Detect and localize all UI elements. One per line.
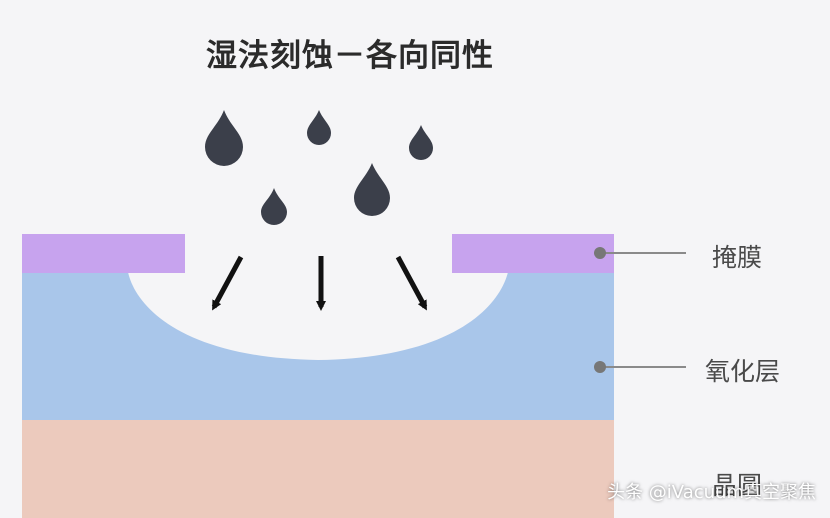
oxide-label: 氧化层 xyxy=(705,357,781,386)
watermark: 头条 @iVacuum真空聚焦 xyxy=(607,482,816,503)
mask-left xyxy=(22,234,185,273)
arrow-icon xyxy=(395,255,428,311)
oxide-leader-dot xyxy=(594,361,606,373)
droplet-icon xyxy=(354,163,390,216)
mask-leader-dot xyxy=(594,247,606,259)
mask-right xyxy=(452,234,614,273)
droplet-icon xyxy=(307,110,331,145)
mask-label: 掩膜 xyxy=(712,243,763,272)
droplet-icon xyxy=(205,110,243,166)
wafer-label: 晶圆 xyxy=(712,471,763,500)
droplet-icon xyxy=(261,188,287,225)
droplet-icon xyxy=(409,125,433,160)
arrow-icon xyxy=(211,255,244,311)
diagram-title: 湿法刻蚀－各向同性 xyxy=(206,38,494,74)
wafer-layer xyxy=(22,420,614,518)
